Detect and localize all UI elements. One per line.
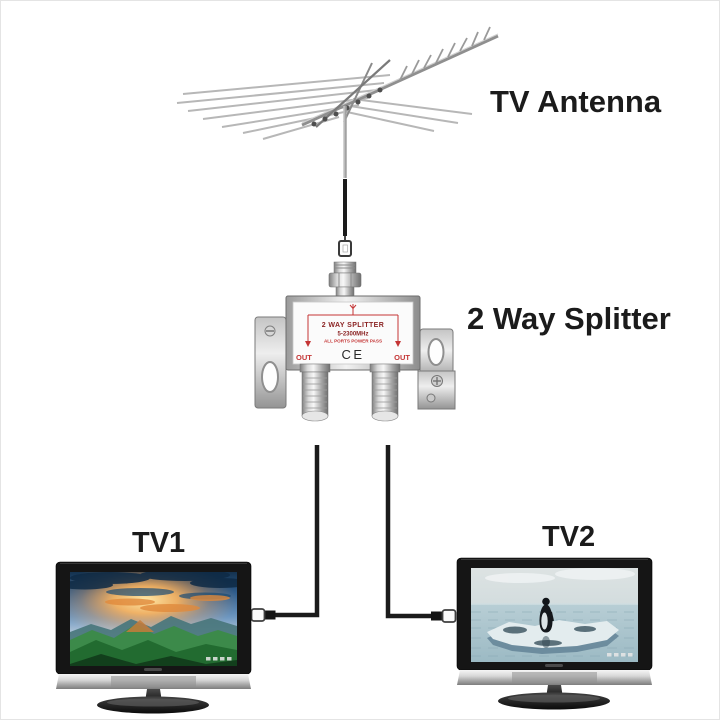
splitter-title-text: 2 WAY SPLITTER <box>322 322 384 329</box>
tv1-logo <box>144 668 162 671</box>
antenna-director-elements <box>399 26 491 81</box>
tv2-osd-icons <box>607 653 633 657</box>
splitter-left-ear <box>254 316 287 409</box>
tv-antenna-graphic <box>176 26 499 178</box>
splitter-label: 2 Way Splitter <box>467 301 671 336</box>
splitter-out-left-text: OUT <box>296 353 312 362</box>
antenna-clamps <box>311 87 383 127</box>
antenna-to-splitter-cable <box>338 179 352 257</box>
tv2-logo <box>545 664 563 667</box>
splitter-to-tv2-cable <box>385 445 457 623</box>
splitter-output-connector-right <box>369 363 401 422</box>
antenna-fan-elements <box>176 74 473 140</box>
tv1-label: TV1 <box>132 527 186 559</box>
splitter-frequency-text: 5-2300MHz <box>337 332 368 338</box>
tv1-screen <box>70 572 237 666</box>
tv2-label: TV2 <box>542 521 596 553</box>
antenna-brace-2 <box>315 59 391 128</box>
ce-mark: CE <box>341 347 364 362</box>
splitter-schematic <box>305 304 401 347</box>
splitter-input-connector <box>328 261 362 299</box>
tv1-osd-icons <box>206 657 232 661</box>
splitter-power-note-text: ALL PORTS POWER PASS <box>324 339 382 344</box>
splitter-out-right-text: OUT <box>394 353 410 362</box>
antenna-label: TV Antenna <box>490 84 662 119</box>
coax-ferrule-left <box>264 610 276 620</box>
splitter-graphic: 2 WAY SPLITTER 5-2300MHz ALL PORTS POWER… <box>254 261 456 422</box>
tv2-screen <box>471 568 638 662</box>
coax-plug-tv1-icon <box>250 608 266 622</box>
penguin <box>539 597 554 648</box>
coax-ferrule-right <box>431 611 442 621</box>
antenna-brace <box>343 62 373 123</box>
coax-plug-tv2-icon <box>441 609 457 623</box>
splitter-output-connector-left <box>299 363 331 422</box>
splitter-right-ear <box>417 328 456 410</box>
splitter-to-tv1-cable <box>250 445 320 622</box>
